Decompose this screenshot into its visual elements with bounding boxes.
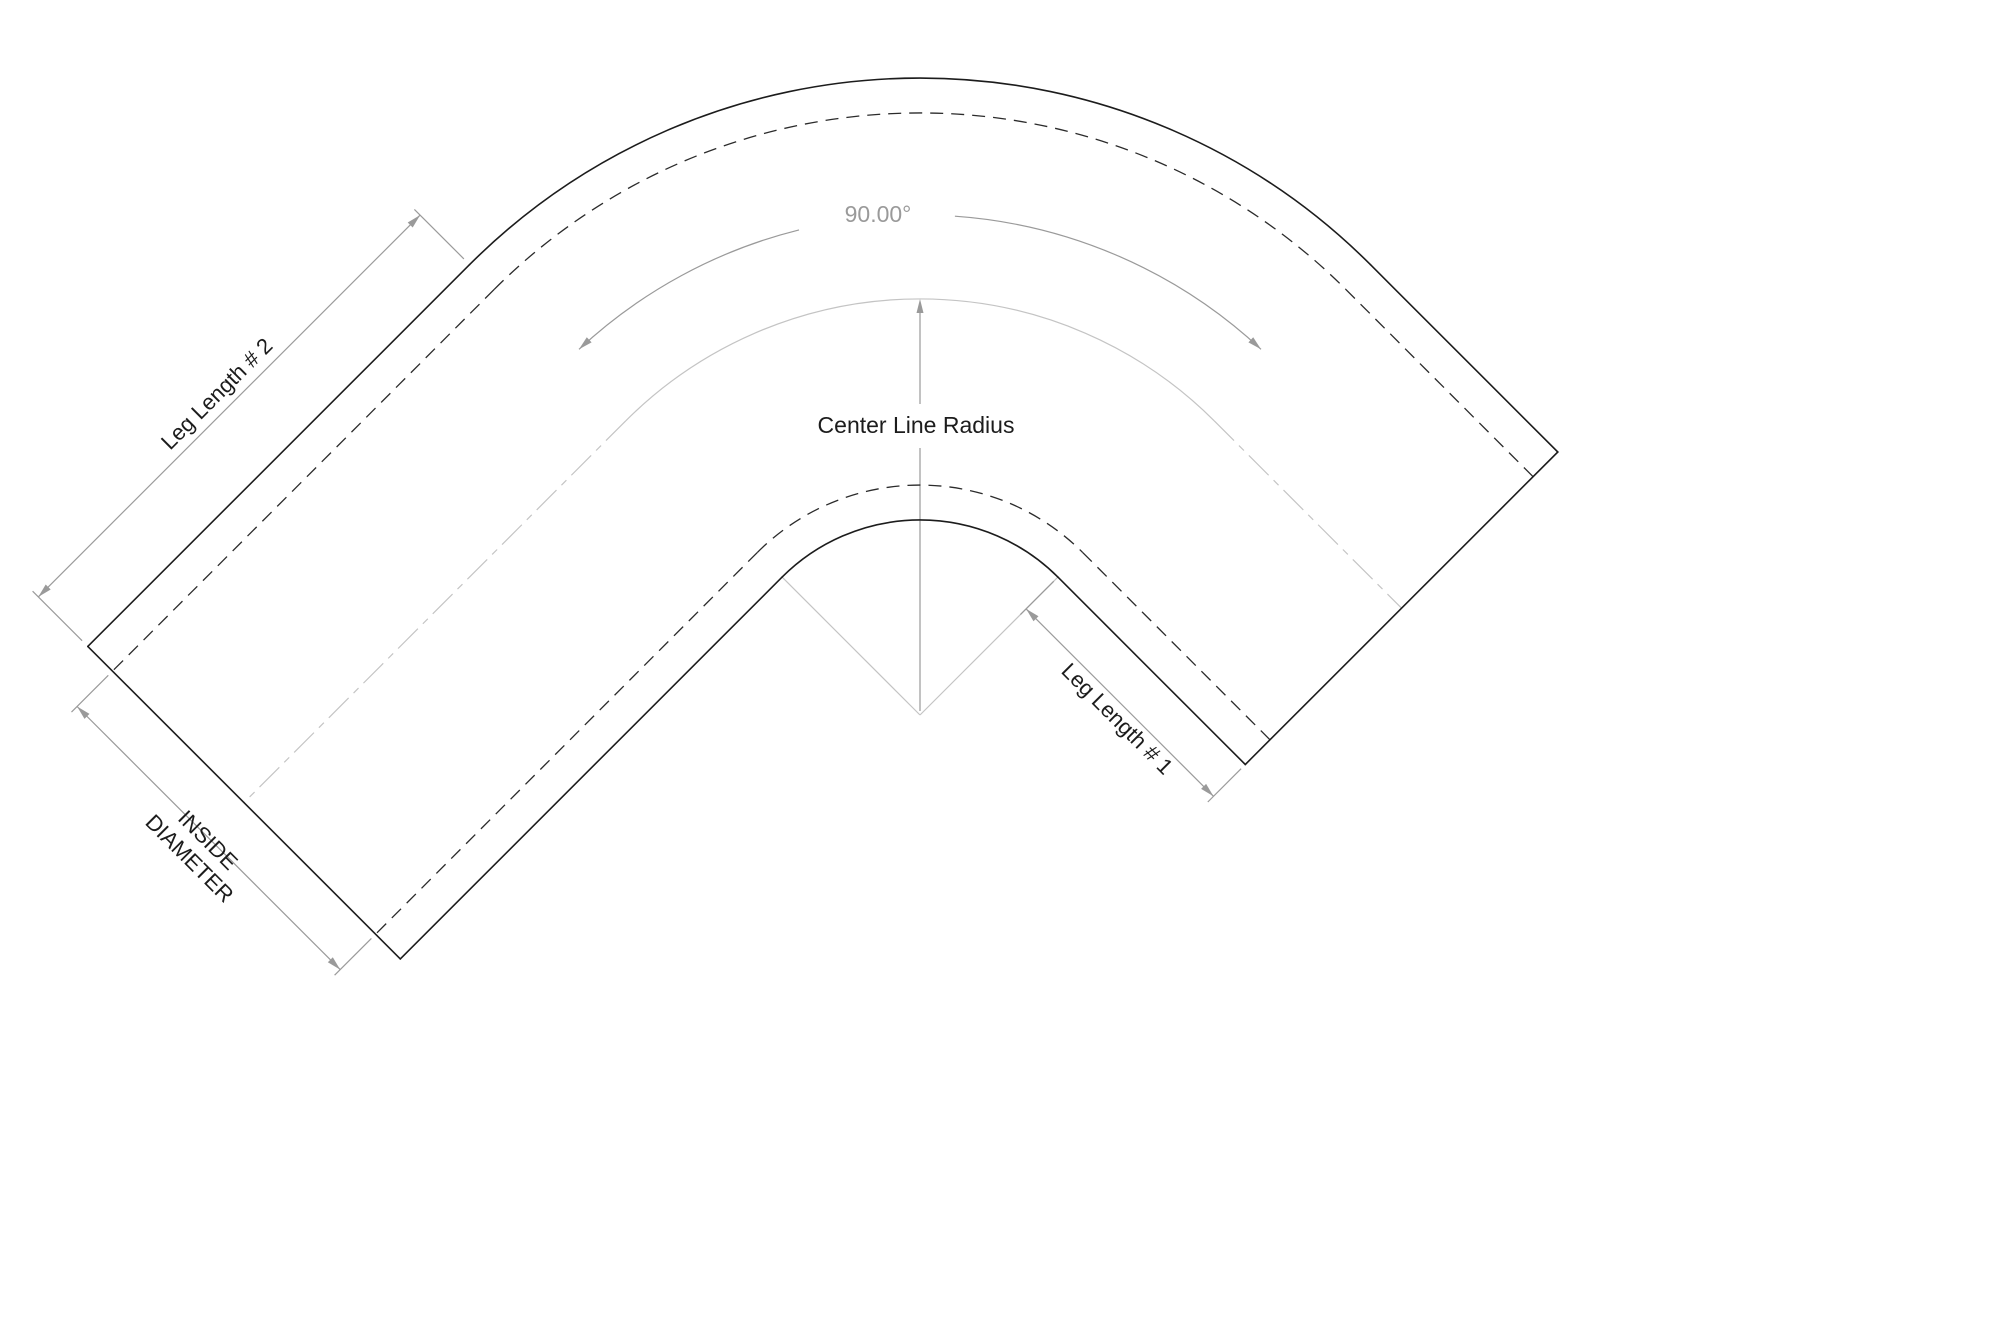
tube-outline — [87, 77, 1559, 960]
right-leg-outer-wall — [1369, 263, 1559, 453]
leg2-arrow-upper — [407, 215, 421, 228]
inside-diameter-label: INSIDE DIAMETER — [141, 805, 243, 907]
centerline-right-leg — [1213, 420, 1403, 609]
centerline-left-leg — [243, 420, 627, 804]
leg2-arrow-lower — [38, 584, 51, 597]
inside-diameter-arrow-upper — [77, 706, 90, 719]
centerline-bend-arc — [625, 298, 1215, 422]
leg2-dimension-line — [37, 214, 421, 598]
leg2-extension-line-upper — [413, 208, 465, 260]
radius-arrow-up — [916, 299, 924, 313]
left-leg-inner-wall — [399, 576, 783, 960]
vertex-radial-line-left — [781, 576, 921, 716]
leg-length-2-label: Leg Length # 2 — [156, 333, 277, 454]
hidden-lines-inside-diameter — [112, 112, 1534, 935]
left-leg-end-cap — [87, 645, 402, 960]
leg1-extension-line-upper — [1019, 580, 1055, 616]
bend-outer-arc — [468, 77, 1372, 266]
angle-dimension-arc-right — [954, 215, 1262, 350]
leg-length-1-label: Leg Length # 1 — [1057, 658, 1178, 779]
angle-arrow-left — [579, 337, 592, 350]
center-line-radius-label: Center Line Radius — [818, 412, 1015, 438]
right-leg-inner-wall-upper-dashed — [1345, 288, 1534, 478]
left-leg-inner-wall-upper-dashed — [112, 288, 495, 672]
angle-value-label: 90.00° — [845, 201, 912, 227]
leg1-extension-line-lower — [1207, 768, 1242, 803]
right-leg-inner-wall — [1057, 576, 1247, 766]
dimension-lines — [32, 208, 1262, 976]
inside-diameter-arrow-lower — [327, 957, 341, 970]
inside-diameter-extension-line-lower — [334, 937, 372, 976]
leg2-extension-line-lower — [32, 590, 83, 642]
centerlines — [243, 298, 1403, 804]
left-leg-outer-wall — [87, 263, 471, 648]
right-leg-inner-wall-lower-dashed — [1082, 551, 1271, 741]
bend-inner-arc — [781, 519, 1059, 578]
left-leg-inner-wall-lower-dashed — [375, 551, 758, 935]
inner-wall-inner-arc-dashed — [756, 484, 1084, 553]
inside-diameter-extension-line-upper — [71, 674, 109, 713]
inside-diameter-dimension-line — [76, 706, 341, 971]
angle-arrow-right — [1248, 337, 1261, 350]
leg1-arrow-upper — [1026, 608, 1039, 622]
dimension-arrowheads — [38, 215, 1261, 970]
right-leg-end-cap — [1244, 451, 1559, 766]
leg1-arrow-lower — [1201, 783, 1214, 797]
leg1-dimension-line — [1025, 608, 1214, 797]
inner-wall-outer-arc-dashed — [493, 112, 1347, 290]
angle-dimension-arc-left — [578, 229, 800, 350]
